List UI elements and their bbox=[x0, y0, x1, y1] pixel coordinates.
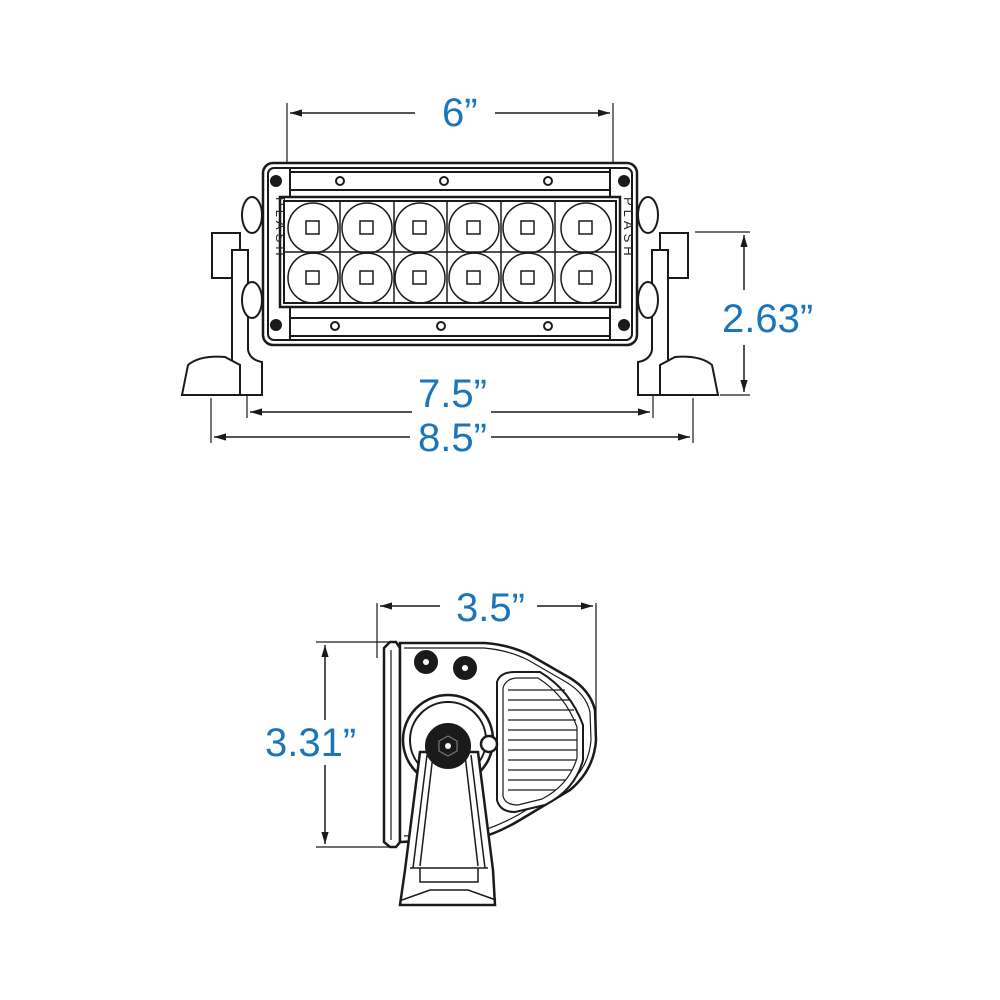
led-grid bbox=[284, 201, 616, 304]
dim-side-height: 3.31” bbox=[261, 723, 361, 763]
brand-text-right: PLASH bbox=[621, 197, 636, 260]
dim-depth: 3.5” bbox=[452, 588, 529, 628]
dim-mount-inner-width: 7.5” bbox=[414, 374, 491, 414]
front-view bbox=[180, 103, 750, 443]
brand-text-left: PLASH bbox=[273, 197, 288, 260]
dim-height: 2.63” bbox=[722, 297, 814, 341]
dim-lens-width: 6” bbox=[438, 93, 482, 133]
right-mount-bracket bbox=[637, 232, 720, 396]
side-view bbox=[316, 602, 598, 907]
left-mount-bracket bbox=[180, 232, 263, 396]
dim-overall-width: 8.5” bbox=[414, 418, 491, 458]
